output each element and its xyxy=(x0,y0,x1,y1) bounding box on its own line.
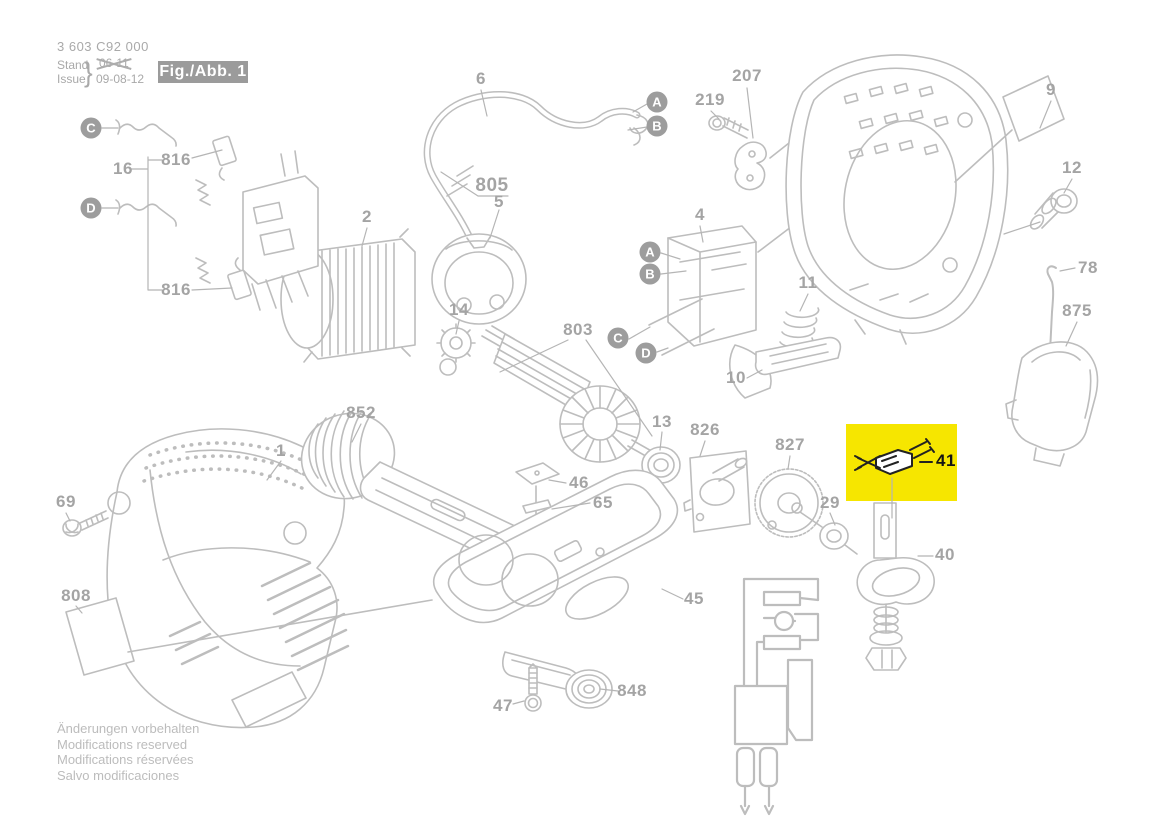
callout-848: 848 xyxy=(617,681,647,700)
part-803-armature-drawing xyxy=(481,298,715,468)
callout-5: 5 xyxy=(494,192,504,211)
callout-6: 6 xyxy=(476,69,486,88)
callout-827: 827 xyxy=(775,435,805,454)
callout-2: 2 xyxy=(362,207,372,226)
callout-78: 78 xyxy=(1078,258,1098,277)
part-29-roller-drawing xyxy=(819,522,858,555)
part-875-cover-drawing xyxy=(1005,341,1099,467)
callout-46: 46 xyxy=(569,473,589,492)
footer-line-es: Salvo modificaciones xyxy=(57,767,180,783)
wire-c-drawing xyxy=(115,119,177,147)
part-848-roller-lever-drawing xyxy=(502,651,613,709)
callout-69: 69 xyxy=(56,492,76,511)
part-69-screw-drawing xyxy=(62,510,109,537)
figure-label-box: Fig./Abb. 1 xyxy=(158,61,248,83)
callout-13: 13 xyxy=(652,412,672,431)
callout-803: 803 xyxy=(563,320,593,339)
superseded-date: 06-11 xyxy=(99,56,129,70)
wire-d-drawing xyxy=(115,199,177,227)
callout-45: 45 xyxy=(684,589,704,608)
part-16-brush-holder-drawing xyxy=(195,135,319,311)
part-47-screw-drawing xyxy=(524,663,542,712)
badge-d-wire: D xyxy=(80,197,102,219)
part-808-sticker-drawing xyxy=(65,597,433,676)
leader-lines xyxy=(65,87,1078,705)
document-part-number: 3 603 C92 000 xyxy=(57,39,149,54)
callout-808: 808 xyxy=(61,586,91,605)
callout-29: 29 xyxy=(820,493,840,512)
callout-9: 9 xyxy=(1046,80,1056,99)
part-10-slider-drawing xyxy=(754,336,842,376)
callout-219: 219 xyxy=(695,90,725,109)
callout-10: 10 xyxy=(726,368,746,387)
badge-d-armature: D xyxy=(635,342,657,364)
part-827-gear-drawing xyxy=(754,468,824,538)
part-219-screw-drawing xyxy=(708,115,749,139)
part-78-rod-drawing xyxy=(1046,265,1057,353)
badge-c-wire: C xyxy=(80,117,102,139)
footer-line-fr: Modifications réservées xyxy=(57,752,194,767)
wiring-diagram-drawing xyxy=(733,577,820,816)
badge-c-armature: C xyxy=(607,327,629,349)
badge-b-switch: B xyxy=(639,263,661,285)
part-11-spring-drawing xyxy=(777,307,820,359)
part-45-base-plate-drawing xyxy=(432,469,679,624)
callout-207: 207 xyxy=(732,66,762,85)
callout-12: 12 xyxy=(1062,158,1082,177)
badge-a-switch: A xyxy=(639,241,661,263)
badge-b-cable: B xyxy=(646,115,668,137)
footer-disclaimer: Änderungen vorbehalten Modifications res… xyxy=(57,721,199,783)
callout-41-highlighted: 41 xyxy=(936,451,956,470)
footer-line-en: Modifications reserved xyxy=(57,736,188,752)
issue-date: 09-08-12 xyxy=(96,72,145,86)
callout-1: 1 xyxy=(276,441,286,460)
callout-14: 14 xyxy=(449,300,469,319)
callout-816-bottom: 816 xyxy=(161,280,191,299)
part-9-sticker-drawing xyxy=(954,75,1065,183)
callout-4: 4 xyxy=(695,205,705,224)
issue-label: Issue xyxy=(57,72,86,86)
part-41-blade-holder-drawing xyxy=(854,438,935,475)
callout-11: 11 xyxy=(798,273,818,292)
callout-65: 65 xyxy=(593,493,613,512)
callout-805: 805 xyxy=(475,175,509,196)
part-40-plunger-drawing xyxy=(856,502,935,671)
callout-852: 852 xyxy=(346,403,376,422)
part-14-pinion-drawing xyxy=(436,323,476,376)
brace-glyph: } xyxy=(84,56,93,88)
callout-16: 16 xyxy=(113,159,133,178)
callout-47: 47 xyxy=(493,696,513,715)
callout-40: 40 xyxy=(935,545,955,564)
badge-a-cable: A xyxy=(646,91,668,113)
callout-826: 826 xyxy=(690,420,720,439)
part-805-cord-plug-drawing xyxy=(423,91,649,325)
callout-875: 875 xyxy=(1062,301,1092,320)
part-housing-shell-drawing xyxy=(785,54,1009,345)
part-2-stator-drawing xyxy=(280,228,416,363)
part-826-bearing-plate-drawing xyxy=(683,450,751,533)
part-12-knob-drawing xyxy=(1029,188,1078,230)
callout-816-top: 816 xyxy=(161,150,191,169)
stand-label: Stand xyxy=(57,58,89,72)
footer-line-de: Änderungen vorbehalten xyxy=(57,721,200,736)
